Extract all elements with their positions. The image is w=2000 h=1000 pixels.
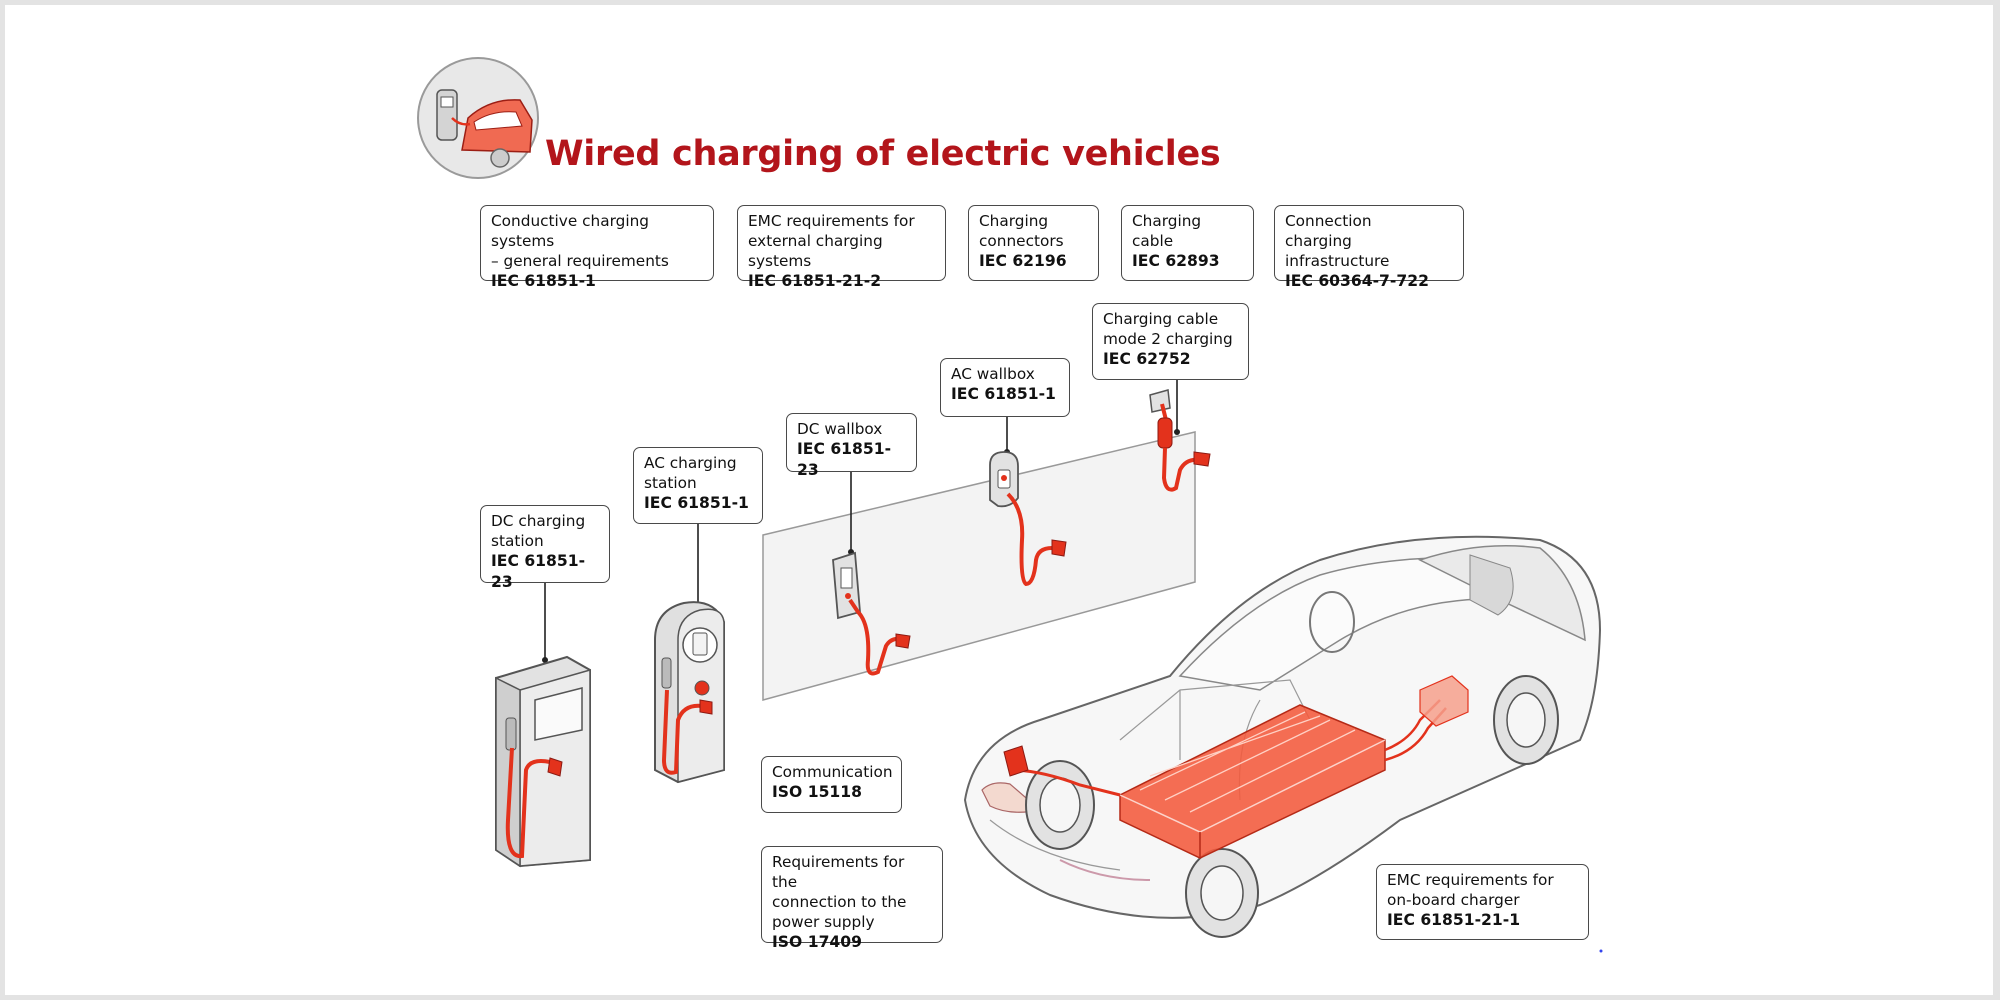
label-emc-onboard: EMC requirements for on-board charger IE… bbox=[1376, 864, 1589, 940]
label-desc: AC wallbox bbox=[951, 365, 1035, 383]
dc-wallbox-unit bbox=[832, 551, 911, 676]
label-dc-charging-station: DC charging station IEC 61851-23 bbox=[480, 505, 610, 591]
label-desc: DC charging station bbox=[491, 512, 586, 550]
dc-charging-station bbox=[495, 655, 591, 868]
label-communication: Communication ISO 15118 bbox=[761, 756, 902, 813]
ac-wallbox-unit bbox=[989, 451, 1067, 587]
label-code: IEC 61851-23 bbox=[797, 440, 892, 479]
label-code: IEC 61851-1 bbox=[951, 385, 1056, 403]
ac-charging-station bbox=[654, 601, 725, 784]
label-ac-charging-station: AC charging station IEC 61851-1 bbox=[633, 447, 763, 524]
label-desc: EMC requirements for on-board charger bbox=[1387, 871, 1554, 909]
label-charging-cable: Charging cable IEC 62893 bbox=[1121, 205, 1254, 281]
label-mode2-cable: Charging cable mode 2 charging IEC 62752 bbox=[1092, 303, 1249, 380]
charging-inlet bbox=[1003, 745, 1029, 777]
label-code: ISO 17409 bbox=[772, 933, 862, 951]
mode2-cable-unit bbox=[1149, 389, 1211, 492]
label-desc: Requirements for the connection to the p… bbox=[772, 853, 907, 931]
label-code: IEC 61851-1 bbox=[644, 494, 749, 512]
label-code: IEC 62196 bbox=[979, 252, 1067, 270]
label-code: IEC 61851-1 bbox=[491, 272, 596, 290]
header-car-charging-icon bbox=[417, 57, 539, 179]
label-code: IEC 60364-7-722 bbox=[1285, 272, 1429, 290]
label-emc-external: EMC requirements for external charging s… bbox=[737, 205, 946, 290]
page-title: Wired charging of electric vehicles bbox=[545, 134, 1221, 174]
label-charging-connectors: Charging connectors IEC 62196 bbox=[968, 205, 1099, 281]
on-board-charger bbox=[1419, 675, 1469, 727]
label-desc: EMC requirements for external charging s… bbox=[748, 212, 915, 270]
label-desc: Conductive charging systems – general re… bbox=[491, 212, 669, 270]
wall bbox=[762, 431, 1196, 701]
label-dc-wallbox: DC wallbox IEC 61851-23 bbox=[786, 413, 917, 479]
label-desc: Charging connectors bbox=[979, 212, 1064, 250]
label-desc: Charging cable bbox=[1132, 212, 1202, 250]
electric-car bbox=[963, 535, 1602, 938]
label-desc: DC wallbox bbox=[797, 420, 883, 438]
label-desc: AC charging station bbox=[644, 454, 737, 492]
label-ac-wallbox: AC wallbox IEC 61851-1 bbox=[940, 358, 1070, 417]
label-code: IEC 61851-21-1 bbox=[1387, 911, 1521, 929]
label-connection-infrastructure: Connection charging infrastructure IEC 6… bbox=[1274, 205, 1464, 290]
label-code: IEC 61851-23 bbox=[491, 552, 586, 591]
label-desc: Communication bbox=[772, 763, 893, 781]
label-desc: Connection charging infrastructure bbox=[1285, 212, 1390, 270]
label-code: IEC 61851-21-2 bbox=[748, 272, 882, 290]
label-code: IEC 62893 bbox=[1132, 252, 1220, 270]
label-conductive-charging: Conductive charging systems – general re… bbox=[480, 205, 714, 290]
label-desc: Charging cable mode 2 charging bbox=[1103, 310, 1233, 348]
label-code: ISO 15118 bbox=[772, 783, 862, 801]
label-code: IEC 62752 bbox=[1103, 350, 1191, 368]
label-power-supply: Requirements for the connection to the p… bbox=[761, 846, 943, 951]
